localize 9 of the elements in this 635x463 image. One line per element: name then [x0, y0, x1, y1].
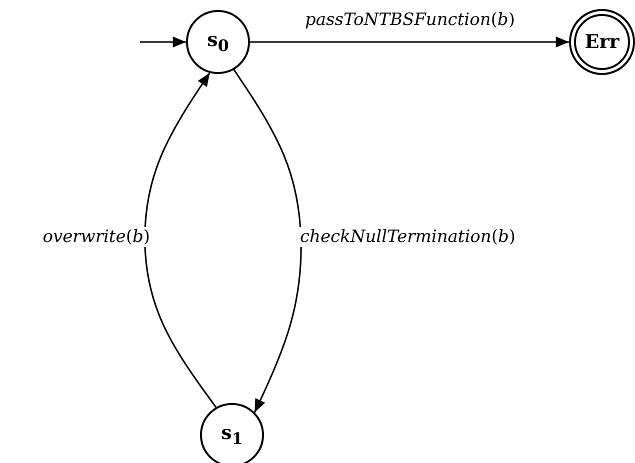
state-label: Err — [584, 31, 620, 53]
arrow — [140, 36, 186, 48]
state-circle — [200, 403, 264, 463]
arrow — [233, 69, 302, 413]
state-label: s$_{1}$ — [221, 422, 243, 448]
arrow — [144, 72, 217, 408]
edge-label: overwrite(b) — [40, 227, 152, 247]
edge-label: passToNTBSFunction(b) — [303, 10, 517, 30]
state-label: s$_{0}$ — [207, 29, 229, 55]
